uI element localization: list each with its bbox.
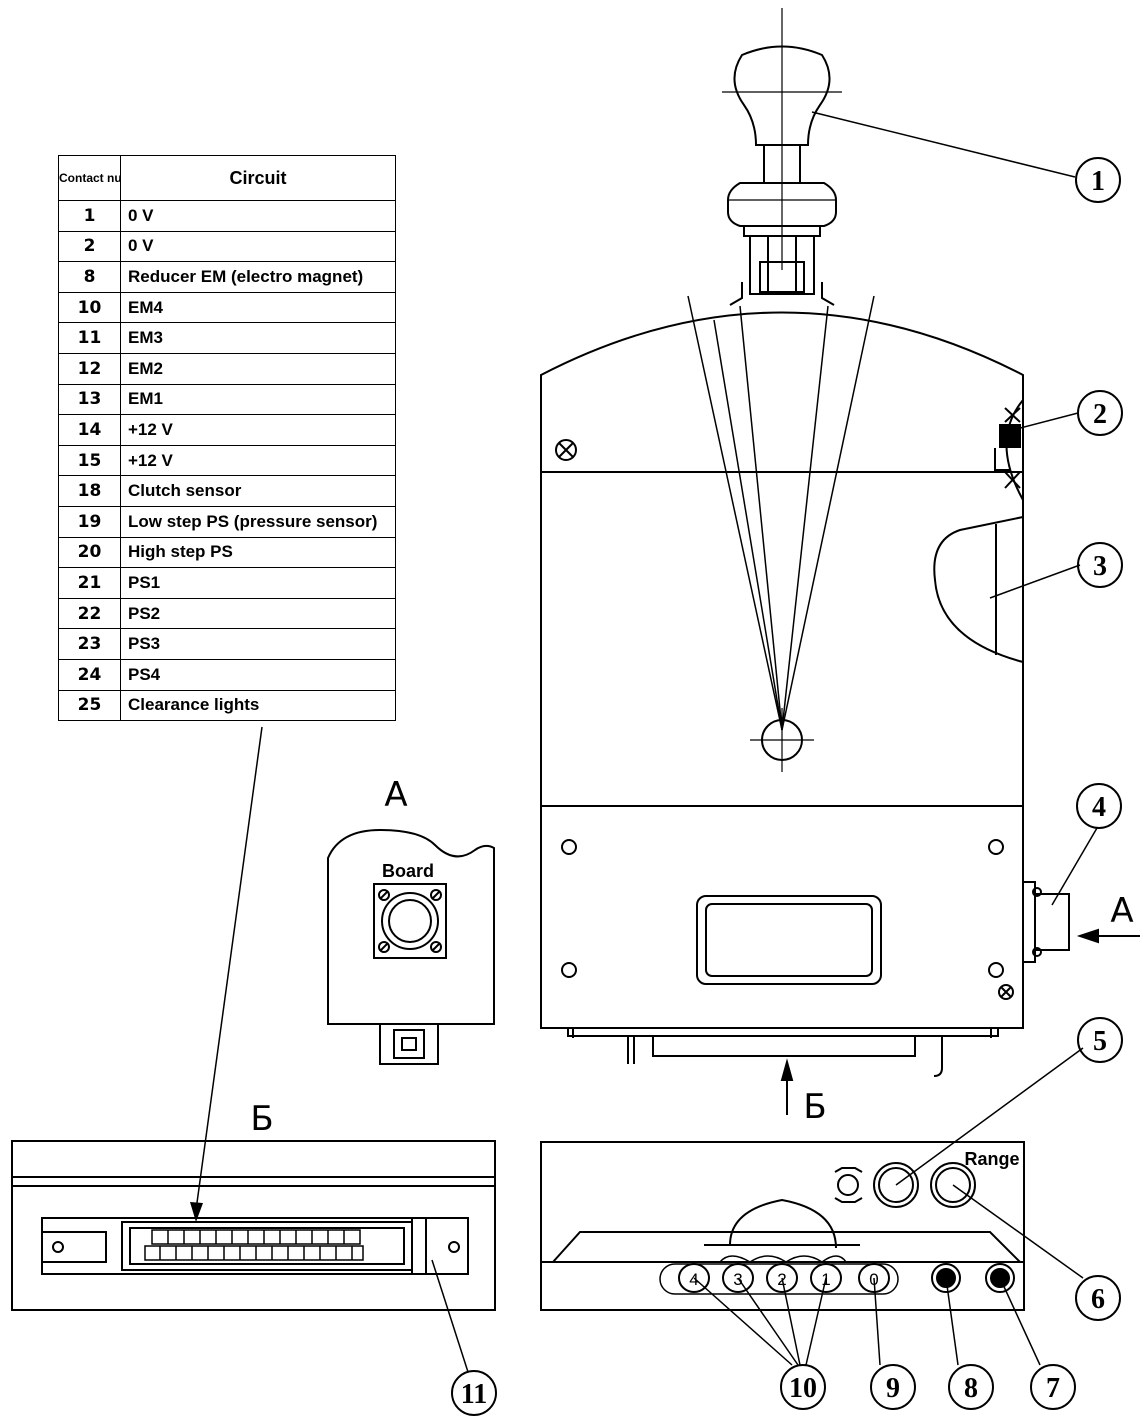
table-header-row: Contact number Circuit	[58, 155, 396, 201]
callout-4: 4	[1092, 792, 1106, 823]
bottom-indicator-panel	[540, 1141, 1025, 1311]
side-bulge	[933, 516, 1024, 663]
contact-number-cell: 8	[58, 261, 121, 293]
view-b-title: Б	[250, 1099, 273, 1139]
contact-number-cell: 23	[58, 628, 121, 660]
circuit-cell: Clearance lights	[120, 689, 396, 722]
header-contact-number: Contact number	[58, 155, 121, 201]
callout-7: 7	[1046, 1373, 1060, 1404]
callout-9: 9	[886, 1373, 900, 1404]
circuit-cell: PS4	[120, 658, 396, 691]
header-circuit: Circuit	[120, 155, 396, 201]
indicator-digit-3: 3	[733, 1270, 742, 1289]
circuit-cell: +12 V	[120, 414, 396, 446]
contact-number-cell: 15	[58, 444, 121, 477]
contact-number-cell: 12	[58, 352, 121, 385]
main-housing	[540, 295, 1024, 1077]
contact-number-cell: 14	[58, 414, 121, 446]
indicator-digit-0: 0	[869, 1270, 878, 1289]
side-connector	[1022, 881, 1070, 963]
callout-8: 8	[964, 1373, 978, 1404]
circuit-cell: PS1	[120, 567, 396, 599]
side-switch	[994, 399, 1024, 501]
circuit-cell: +12 V	[120, 444, 396, 477]
indicator-digit-2: 2	[777, 1270, 786, 1289]
view-a-board	[327, 828, 495, 1065]
circuit-cell: High step PS	[120, 536, 396, 569]
view-b-connector-panel	[11, 1140, 496, 1311]
indicator-digit-1: 1	[821, 1270, 830, 1289]
callout-5: 5	[1093, 1026, 1107, 1057]
leader-lines	[195, 111, 1098, 1373]
circuit-cell: EM3	[120, 322, 396, 354]
callout-10: 10	[789, 1373, 817, 1404]
callout-6: 6	[1091, 1284, 1105, 1315]
lever-knob	[722, 8, 842, 306]
circuit-cell: Clutch sensor	[120, 475, 396, 507]
callout-2: 2	[1093, 399, 1107, 430]
range-label: Range	[964, 1149, 1019, 1169]
contact-number-cell: 21	[58, 567, 121, 599]
view-b-arrow-label: Б	[803, 1087, 826, 1127]
circuit-cell: PS2	[120, 597, 396, 630]
view-a-arrow-label: A	[1110, 891, 1133, 931]
circuit-cell: Reducer EM (electro magnet)	[120, 261, 396, 293]
circuit-cell: EM1	[120, 383, 396, 416]
board-label: Board	[382, 861, 434, 881]
view-a-title: A	[384, 775, 407, 815]
table-row: 15+12 V	[58, 444, 396, 477]
indicator-digit-4: 4	[689, 1270, 698, 1289]
table-row: 14+12 V	[58, 414, 396, 446]
contact-number-cell: 25	[58, 689, 121, 722]
callout-11: 11	[461, 1379, 487, 1410]
contact-number-cell: 24	[58, 658, 121, 691]
contact-number-cell: 1	[58, 200, 121, 232]
callout-3: 3	[1093, 551, 1107, 582]
callout-circles	[451, 157, 1123, 1416]
contact-table: Contact number Circuit 10 V20 V8Reducer …	[58, 155, 396, 722]
contact-number-cell: 22	[58, 597, 121, 630]
circuit-cell: 0 V	[120, 200, 396, 232]
callout-1: 1	[1091, 166, 1105, 197]
connector-pins	[144, 1229, 364, 1261]
